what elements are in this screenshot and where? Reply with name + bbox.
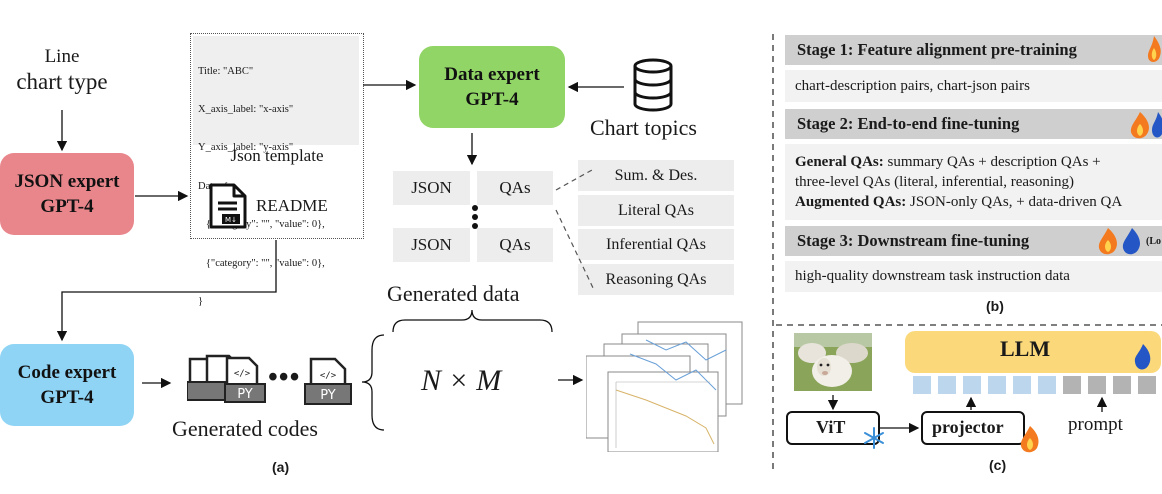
json-expert-model: GPT-4 bbox=[40, 196, 94, 217]
projector-label: projector bbox=[932, 417, 1004, 437]
stage2-body: General QAs: summary QAs + description Q… bbox=[785, 144, 1162, 220]
json-template-frame bbox=[190, 33, 364, 239]
stage1-body: chart-description pairs, chart-json pair… bbox=[785, 70, 1162, 102]
generated-charts-thumbnail bbox=[586, 321, 743, 452]
stage3-body: high-quality downstream task instruction… bbox=[785, 261, 1162, 292]
data-expert-model: GPT-4 bbox=[465, 89, 519, 110]
template-line: {"category": "", "value": 0}, bbox=[198, 257, 325, 269]
prompt-label: prompt bbox=[1068, 414, 1123, 435]
caption-b: (b) bbox=[986, 298, 1004, 314]
vision-token bbox=[913, 376, 931, 394]
caption-a: (a) bbox=[272, 459, 290, 475]
database-icon bbox=[633, 58, 673, 112]
qa-type-summary: Sum. & Des. bbox=[578, 160, 734, 191]
svg-text:M↓: M↓ bbox=[225, 216, 237, 224]
stage1-title: Stage 1: Feature alignment pre-training bbox=[797, 40, 1077, 59]
stage1-body-text: chart-description pairs, chart-json pair… bbox=[795, 78, 1030, 94]
py-file-icon: </> PY bbox=[304, 357, 352, 405]
llm-label: LLM bbox=[1000, 336, 1051, 361]
general-qas-line2: three-level QAs (literal, inferential, r… bbox=[795, 174, 1075, 190]
chart-type-label: Line chart type bbox=[12, 44, 112, 94]
py-label: PY bbox=[320, 388, 336, 403]
vit-label: ViT bbox=[816, 417, 846, 437]
vision-token bbox=[1013, 376, 1031, 394]
augmented-qas-text: JSON-only QAs, + data-driven QA bbox=[906, 194, 1123, 210]
chart-topics-label: Chart topics bbox=[590, 115, 697, 140]
template-line: } bbox=[198, 295, 204, 307]
json-expert-title: JSON expert bbox=[14, 171, 120, 192]
data-expert-box: Data expert GPT-4 bbox=[419, 46, 565, 128]
qas-box-top: QAs bbox=[477, 171, 553, 205]
stage2-header: Stage 2: End-to-end fine-tuning bbox=[785, 109, 1162, 139]
sheep-image bbox=[794, 333, 872, 391]
generated-codes-label: Generated codes bbox=[172, 416, 318, 441]
chart-type-line2: chart type bbox=[16, 69, 108, 94]
readme-file-icon: M↓ bbox=[209, 183, 247, 229]
vision-token bbox=[988, 376, 1006, 394]
qas-box-bottom: QAs bbox=[477, 228, 553, 262]
qa-type-reasoning: Reasoning QAs bbox=[578, 264, 734, 295]
text-token bbox=[1063, 376, 1081, 394]
projector-box bbox=[921, 411, 1025, 445]
vision-token bbox=[963, 376, 981, 394]
stage1-header: Stage 1: Feature alignment pre-training bbox=[785, 35, 1162, 65]
stage3-lora-label: (Lo bbox=[1146, 236, 1161, 247]
chart-type-line1: Line bbox=[44, 46, 80, 67]
json-box-top: JSON bbox=[393, 171, 470, 205]
readme-label: README bbox=[256, 196, 328, 215]
data-expert-title: Data expert bbox=[444, 64, 540, 85]
stage2-title: Stage 2: End-to-end fine-tuning bbox=[797, 114, 1020, 133]
horizontal-ellipsis: ••• bbox=[268, 362, 301, 393]
panel-c-connectors bbox=[827, 395, 1108, 434]
snowflake-icon bbox=[864, 427, 884, 449]
qa-type-inferential: Inferential QAs bbox=[578, 229, 734, 260]
llm-box bbox=[905, 331, 1161, 373]
text-token bbox=[1088, 376, 1106, 394]
blue-fire-icon bbox=[1152, 112, 1162, 138]
py-file-stack-icon: PY </> bbox=[187, 354, 266, 403]
vision-token bbox=[938, 376, 956, 394]
vision-token bbox=[1038, 376, 1056, 394]
general-qas-label: General QAs: bbox=[795, 154, 884, 170]
json-template-label: Json template bbox=[230, 146, 324, 165]
generated-data-label: Generated data bbox=[387, 281, 520, 306]
fire-icon bbox=[1098, 228, 1117, 255]
code-expert-model: GPT-4 bbox=[40, 387, 94, 408]
template-line: Y_axis_label: "y-axis" bbox=[198, 142, 294, 154]
n-times-m: N × M bbox=[421, 364, 502, 397]
template-line: X_axis_label: "x-axis" bbox=[198, 103, 294, 115]
svg-text:</>: </> bbox=[320, 371, 337, 381]
svg-text:PY: PY bbox=[237, 387, 253, 402]
blue-fire-icon bbox=[1134, 344, 1151, 370]
augmented-qas-label: Augmented QAs: bbox=[795, 194, 907, 210]
text-token bbox=[1138, 376, 1156, 394]
stage3-body-text: high-quality downstream task instruction… bbox=[795, 268, 1070, 284]
panel-a-connectors bbox=[56, 79, 624, 431]
fire-icon bbox=[1130, 112, 1149, 139]
vertical-ellipsis-icon bbox=[472, 205, 478, 229]
caption-c: (c) bbox=[989, 457, 1007, 473]
qa-type-literal: Literal QAs bbox=[578, 195, 734, 226]
blue-fire-icon bbox=[1122, 228, 1140, 255]
json-box-bottom: JSON bbox=[393, 228, 470, 262]
code-expert-box: Code expert GPT-4 bbox=[0, 344, 134, 426]
svg-text:</>: </> bbox=[234, 369, 251, 379]
vit-box bbox=[786, 411, 880, 445]
fire-icon bbox=[1020, 426, 1039, 453]
stage3-title: Stage 3: Downstream fine-tuning bbox=[797, 231, 1030, 250]
fire-icon bbox=[1148, 36, 1161, 62]
json-template-code: Title: "ABC" X_axis_label: "x-axis" Y_ax… bbox=[193, 36, 359, 307]
code-expert-title: Code expert bbox=[17, 362, 117, 383]
panel-dividers bbox=[772, 34, 1162, 470]
stage3-header: Stage 3: Downstream fine-tuning bbox=[785, 226, 1162, 256]
general-qas-text: summary QAs + description QAs + bbox=[883, 154, 1101, 170]
text-token bbox=[1113, 376, 1131, 394]
json-expert-box: JSON expert GPT-4 bbox=[0, 153, 134, 235]
template-line: Title: "ABC" bbox=[198, 65, 254, 77]
